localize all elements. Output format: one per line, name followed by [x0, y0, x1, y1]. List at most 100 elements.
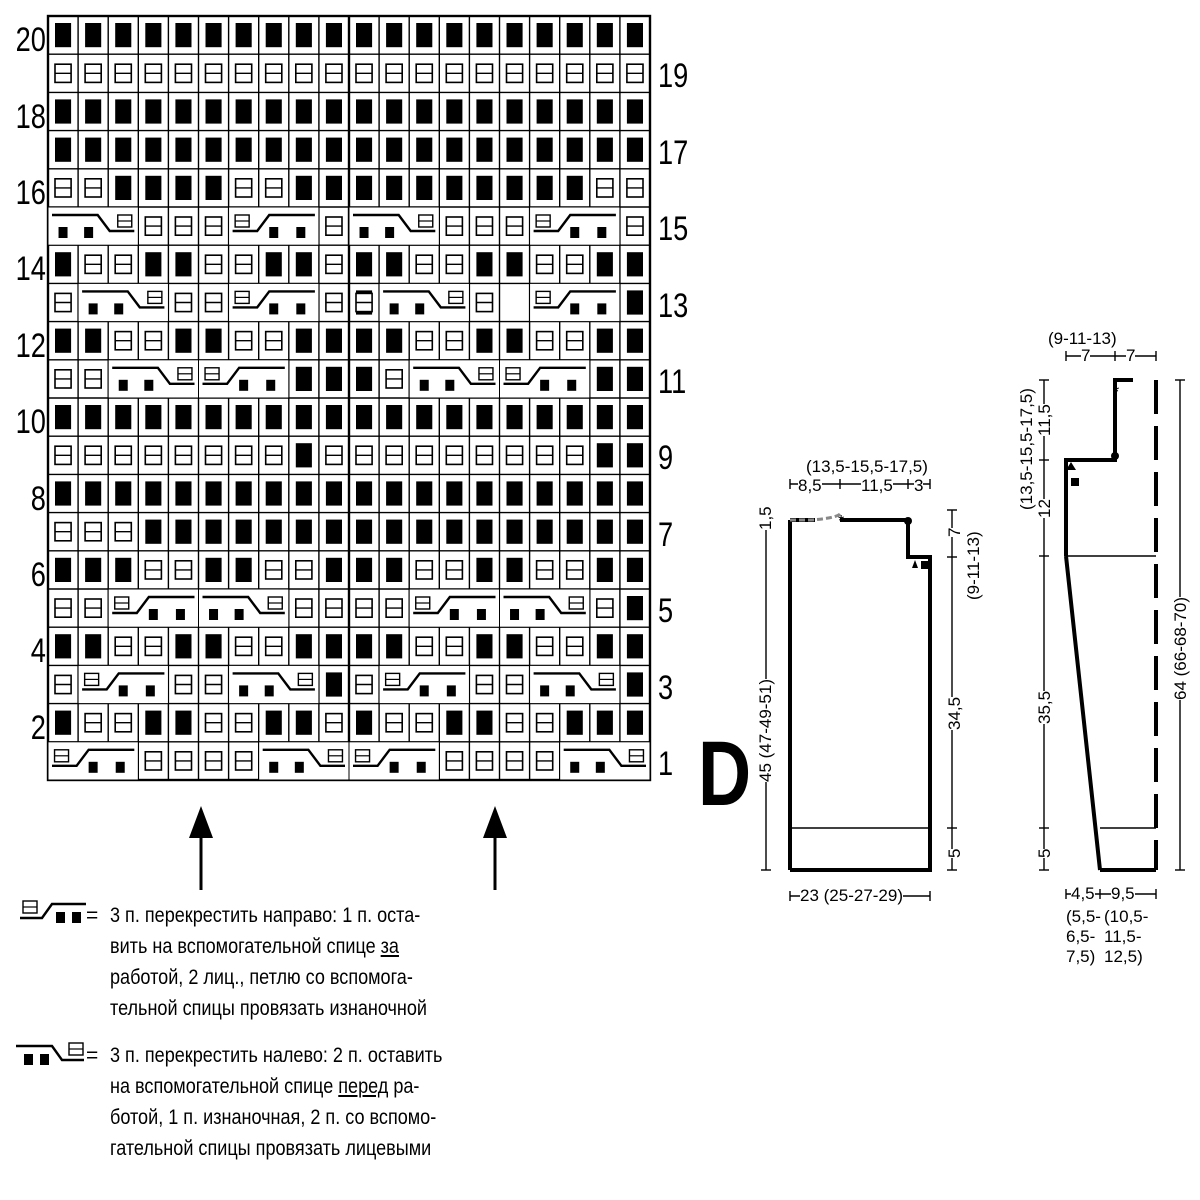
knit-stitch — [85, 137, 102, 162]
dimension-label: 8,5 — [798, 476, 822, 495]
knit-stitch — [115, 99, 132, 124]
knit-stitch — [596, 557, 613, 582]
knit-stitch — [386, 175, 403, 200]
knit-stitch — [506, 519, 523, 544]
knit-stitch — [356, 252, 373, 277]
knit-stitch — [416, 23, 433, 48]
knit-stitch — [85, 557, 102, 582]
purl-stitch — [174, 750, 193, 771]
knit-stitch — [536, 99, 553, 124]
knit-stitch — [536, 23, 553, 48]
legend-right-cross-text: 3 п. перекрестить направо: 1 п. оста-вит… — [110, 900, 428, 1024]
row-number-label: 8 — [30, 479, 46, 518]
purl-stitch — [114, 712, 133, 733]
marker-square — [921, 561, 929, 569]
knit-stitch — [446, 481, 463, 506]
purl-stitch — [385, 368, 404, 389]
knit-stitch — [145, 519, 162, 544]
purl-stitch — [84, 368, 102, 389]
row-number-label: 12 — [15, 326, 46, 365]
knit-stitch — [446, 405, 463, 430]
legend-line: 3 п. перекрестить налево: 2 п. оставить — [110, 1044, 443, 1067]
knit-stitch — [265, 519, 282, 544]
purl-stitch — [294, 63, 313, 84]
cross-right-symbol — [530, 283, 620, 322]
knit-stitch — [506, 23, 523, 48]
cross-right-symbol — [78, 665, 168, 704]
dimension-label: 4,5 — [1071, 884, 1095, 903]
knit-stitch — [386, 99, 403, 124]
purl-stitch — [204, 292, 223, 313]
dimension-label: 1,5 — [756, 506, 775, 530]
knit-stitch — [596, 23, 613, 48]
purl-stitch — [475, 674, 494, 695]
knit-stitch — [295, 252, 312, 277]
purl-stitch — [415, 445, 434, 466]
purl-stitch — [595, 63, 614, 84]
knit-stitch — [55, 634, 72, 659]
purl-stitch — [54, 521, 72, 542]
cross-right-symbol — [229, 283, 319, 322]
dimension-label: (5,5- — [1066, 907, 1101, 926]
purl-stitch — [565, 254, 584, 275]
legend-line: тельной спицы провязать изнаночной — [110, 997, 428, 1020]
purl-stitch — [445, 330, 464, 351]
knit-stitch — [325, 672, 342, 697]
knit-stitch — [476, 481, 493, 506]
knit-stitch — [386, 23, 403, 48]
purl-stitch — [415, 63, 434, 84]
purl-stitch — [144, 63, 163, 84]
purl-stitch — [204, 254, 223, 275]
purl-stitch — [325, 216, 343, 237]
purl-stitch — [565, 636, 584, 657]
knit-stitch — [205, 175, 222, 200]
cross-left-symbol — [500, 589, 590, 627]
dimension-label: 12,5) — [1104, 947, 1143, 966]
knit-stitch — [386, 481, 403, 506]
purl-stitch — [595, 598, 614, 619]
knit-stitch — [416, 175, 433, 200]
cross-left-symbol — [349, 207, 439, 245]
cross-left-symbol — [409, 360, 499, 398]
knit-stitch — [205, 23, 222, 48]
dimension-label: 11,5 — [1035, 404, 1054, 436]
dimension-label: 5 — [1035, 848, 1054, 858]
knit-stitch — [476, 557, 493, 582]
knit-stitch — [175, 175, 192, 200]
purl-stitch — [535, 330, 554, 351]
row-number-label: 16 — [15, 173, 46, 212]
purl-stitch — [505, 674, 524, 695]
cross-left-symbol — [259, 742, 349, 780]
knit-stitch — [145, 710, 162, 735]
purl-stitch — [174, 292, 193, 313]
cross-left-symbol — [48, 207, 138, 245]
knit-stitch — [416, 137, 433, 162]
knit-stitch — [55, 710, 72, 735]
purl-stitch — [325, 63, 343, 84]
knit-stitch — [325, 328, 342, 353]
purl-stitch — [144, 445, 163, 466]
row-number-label: 17 — [658, 133, 689, 172]
purl-stitch — [595, 178, 614, 198]
knit-stitch — [265, 405, 282, 430]
knit-stitch — [295, 99, 312, 124]
purl-stitch — [114, 330, 133, 351]
purl-stitch — [234, 636, 253, 657]
dimension-label: 7 — [1081, 346, 1091, 365]
purl-stitch — [204, 750, 223, 771]
knit-stitch — [325, 481, 342, 506]
legend-line: на вспомогательной спице перед ра- — [110, 1075, 420, 1098]
knit-stitch — [476, 137, 493, 162]
knit-stitch — [626, 634, 643, 659]
marker-dot — [904, 517, 912, 525]
knit-stitch — [175, 634, 192, 659]
knit-stitch — [476, 175, 493, 200]
purl-stitch — [144, 216, 163, 237]
knit-stitch — [356, 481, 373, 506]
purl-stitch — [114, 636, 133, 657]
knit-stitch — [386, 557, 403, 582]
purl-stitch — [355, 445, 373, 466]
dimension-label: 45 (47-49-51) — [756, 678, 775, 782]
knit-stitch — [506, 99, 523, 124]
cross-left-symbol — [530, 665, 620, 704]
